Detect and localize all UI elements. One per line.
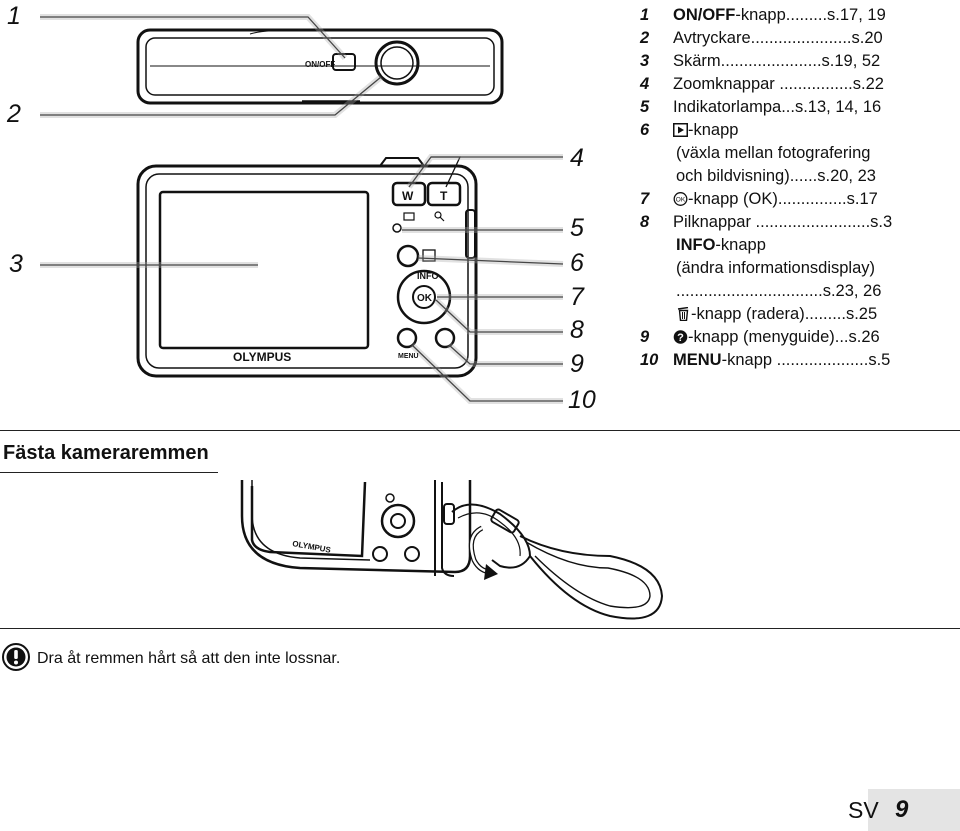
camera-back-view xyxy=(136,157,478,378)
ok-label: OK xyxy=(417,293,433,304)
callout-2: 2 xyxy=(7,100,21,128)
callout-1: 1 xyxy=(7,2,21,30)
exclamation-icon xyxy=(2,643,30,671)
callout-9: 9 xyxy=(570,350,584,378)
legend-item-8: 8 Pilknappar .........................s.… xyxy=(640,213,893,231)
caution-divider xyxy=(0,628,960,629)
legend-item-5: 5 Indikatorlampa...s.13, 14, 16 xyxy=(640,98,882,116)
legend-info-page: ................................s.23, 26 xyxy=(676,282,882,300)
ok-button xyxy=(412,285,436,309)
callout-5: 5 xyxy=(570,214,584,242)
legend-delete-button: -knapp (radera).........s.25 xyxy=(640,303,955,326)
legend-item-10: 10 MENU-knapp ....................s.5 xyxy=(640,351,891,369)
language-code: SV xyxy=(848,797,879,823)
callout-lines xyxy=(40,16,564,402)
zoom-w-label: W xyxy=(402,189,414,203)
zoom-w-button xyxy=(391,181,427,207)
callout-8: 8 xyxy=(570,316,584,344)
play-icon xyxy=(673,123,688,137)
on-off-label: ON/OFF xyxy=(305,60,335,69)
legend-info-desc: (ändra informationsdisplay) xyxy=(676,259,876,277)
svg-text:OK: OK xyxy=(676,196,686,203)
callout-4: 4 xyxy=(570,144,584,172)
section-divider xyxy=(0,430,960,431)
camera-diagram: ON/OFF W T INFO OK MENU OLYMPUS xyxy=(40,14,564,404)
legend-item-4: 4 Zoomknappar ................s.22 xyxy=(640,75,884,93)
legend-item-9: 9 ?-knapp (menyguide)...s.26 xyxy=(640,328,880,346)
legend-item-7: 7 OK-knapp (OK)...............s.17 xyxy=(640,190,878,208)
menu-button xyxy=(396,327,418,349)
callout-6: 6 xyxy=(570,249,584,277)
legend-item-1: 1 ON/OFF-knapp.........s.17, 19 xyxy=(640,6,886,24)
lcd-screen xyxy=(158,190,370,350)
info-label: INFO xyxy=(417,271,439,281)
parts-legend: 1 ON/OFF-knapp.........s.17, 19 2 Avtryc… xyxy=(640,4,955,372)
zoom-t-label: T xyxy=(440,189,448,203)
page-number: 9 xyxy=(895,796,909,823)
indicator-lamp xyxy=(392,223,402,233)
legend-item-3: 3 Skärm......................s.19, 52 xyxy=(640,52,881,70)
zoom-t-button xyxy=(426,181,462,207)
help-button xyxy=(434,327,456,349)
help-icon: ? xyxy=(673,330,688,344)
shutter-button xyxy=(374,40,420,86)
playback-button xyxy=(396,244,420,268)
section-title: Fästa kameraremmen xyxy=(3,442,209,464)
menu-label: MENU xyxy=(398,353,419,360)
caution-text: Dra åt remmen hårt så att den inte lossn… xyxy=(37,650,341,667)
callout-7: 7 xyxy=(570,283,584,311)
svg-text:?: ? xyxy=(677,332,684,344)
page-number-tab xyxy=(868,789,960,831)
legend-info-button: INFO-knapp xyxy=(676,236,766,254)
on-off-button xyxy=(332,53,356,71)
callout-3: 3 xyxy=(9,250,23,278)
trash-icon xyxy=(677,307,689,321)
legend-item-6: 6 -knapp xyxy=(640,121,739,139)
legend-item-6-desc: (växla mellan fotografering xyxy=(676,144,871,162)
callout-highlights xyxy=(40,14,564,404)
ok-icon: OK xyxy=(673,192,688,206)
callout-10: 10 xyxy=(568,386,596,414)
brand-label: OLYMPUS xyxy=(233,350,291,364)
title-underline xyxy=(0,472,218,473)
strap-illustration: OLYMPUS xyxy=(240,480,664,620)
legend-item-2: 2 Avtryckare......................s.20 xyxy=(640,29,883,47)
legend-item-6-page: och bildvisning)......s.20, 23 xyxy=(676,167,876,185)
